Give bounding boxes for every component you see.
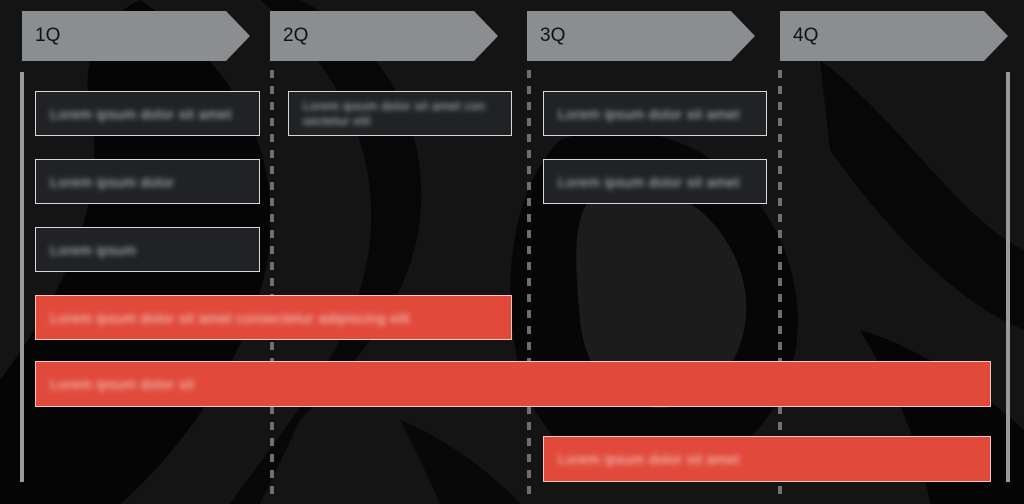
task-label: Lorem ipsum: [50, 241, 137, 258]
quarter-label: 1Q: [35, 25, 61, 46]
task-bar[interactable]: Lorem ipsum dolor sit amet: [543, 159, 767, 204]
task-label: Lorem ipsum dolor sit: [50, 376, 195, 392]
task-label: Lorem ipsum dolor sit amet: [558, 451, 740, 467]
task-label: Lorem ipsum dolor sit amet: [50, 105, 232, 122]
task-label: Lorem ipsum dolor sit amet: [558, 173, 740, 190]
quarter-label: 3Q: [540, 25, 566, 46]
task-label: Lorem ipsum dolor sit amet: [558, 105, 740, 122]
quarter-label: 4Q: [793, 25, 819, 46]
quarter-divider: [778, 70, 782, 500]
quarter-divider: [527, 70, 531, 500]
quarter-header-3q: 3Q: [527, 11, 755, 61]
task-bar[interactable]: Lorem ipsum dolor sit amet: [35, 91, 260, 136]
timeline-left-edge: [20, 72, 24, 482]
task-bar[interactable]: Lorem ipsum dolor: [35, 159, 260, 204]
task-bar-highlight[interactable]: Lorem ipsum dolor sit amet consectetur a…: [35, 295, 512, 340]
task-bar-highlight[interactable]: Lorem ipsum dolor sit: [35, 361, 991, 407]
task-bar[interactable]: Lorem ipsum dolor sit amet con sectetur …: [288, 91, 512, 136]
quarter-header-4q: 4Q: [780, 11, 1008, 61]
task-label: Lorem ipsum dolor sit amet consectetur a…: [50, 309, 411, 326]
quarter-label: 2Q: [283, 25, 309, 46]
quarter-header-1q: 1Q: [22, 11, 250, 61]
timeline-right-edge: [1006, 72, 1010, 482]
quarter-divider: [270, 70, 274, 500]
task-bar[interactable]: Lorem ipsum dolor sit amet: [543, 91, 767, 136]
task-label: Lorem ipsum dolor: [50, 173, 175, 190]
task-bar-highlight[interactable]: Lorem ipsum dolor sit amet: [543, 436, 991, 482]
quarter-header-2q: 2Q: [270, 11, 498, 61]
task-bar[interactable]: Lorem ipsum: [35, 227, 260, 272]
task-label: Lorem ipsum dolor sit amet con sectetur …: [303, 98, 486, 128]
